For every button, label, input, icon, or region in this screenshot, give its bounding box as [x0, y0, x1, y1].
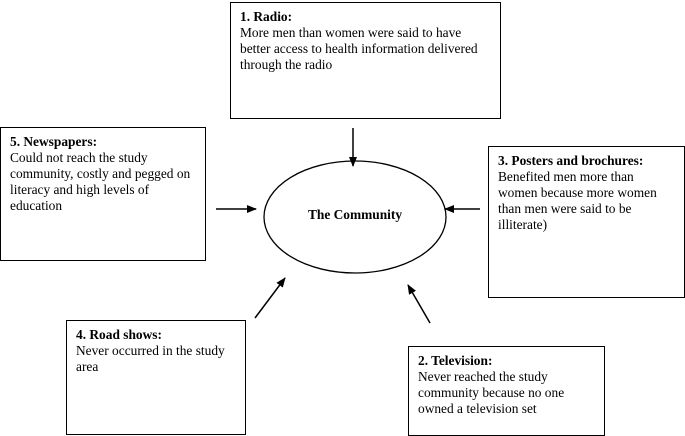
posters-title: 3. Posters and brochures: — [498, 153, 644, 168]
arrow-road-shows — [254, 277, 286, 319]
newspapers-text: Could not reach the study community, cos… — [10, 150, 191, 213]
posters-box: 3. Posters and brochures: Benefited men … — [488, 146, 685, 298]
radio-text: More men than women were said to have be… — [240, 25, 478, 72]
radio-title: 1. Radio: — [240, 9, 293, 24]
newspapers-title: 5. Newspapers: — [10, 134, 98, 149]
road-shows-title: 4. Road shows: — [76, 327, 162, 342]
arrow-television — [407, 284, 431, 324]
television-box: 2. Television: Never reached the study c… — [408, 346, 605, 436]
radio-box: 1. Radio: More men than women were said … — [230, 2, 501, 119]
road-shows-box: 4. Road shows: Never occurred in the stu… — [66, 320, 246, 435]
newspapers-box: 5. Newspapers: Could not reach the study… — [0, 127, 206, 261]
television-text: Never reached the study community becaus… — [418, 369, 565, 416]
community-label: The Community — [307, 207, 403, 222]
television-title: 2. Television: — [418, 353, 493, 368]
road-shows-text: Never occurred in the study area — [76, 343, 225, 374]
posters-text: Benefited men more than women because mo… — [498, 169, 657, 232]
